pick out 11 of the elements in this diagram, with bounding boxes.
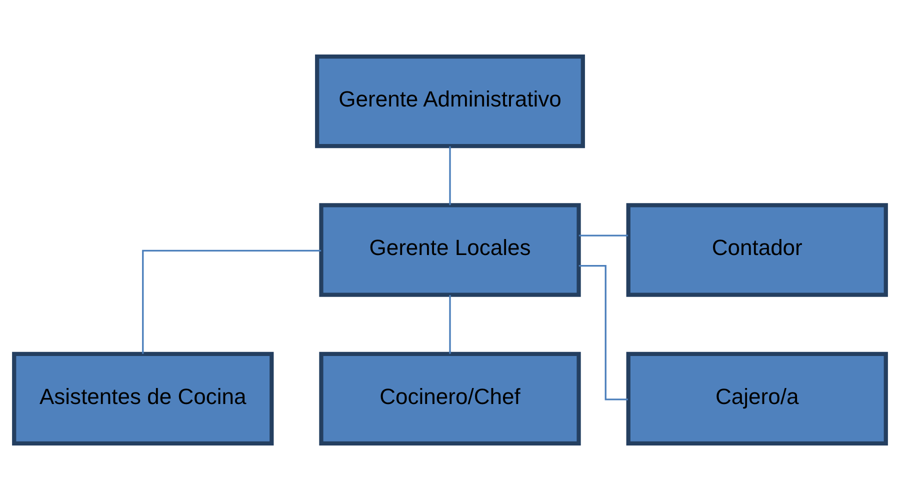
node-box: Asistentes de Cocina xyxy=(12,352,274,446)
node-box: Gerente Administrativo xyxy=(315,54,585,148)
connector xyxy=(449,295,451,354)
node-box: Cocinero/Chef xyxy=(319,352,581,446)
node-box: Contador xyxy=(626,203,888,297)
connector xyxy=(578,234,628,236)
connector xyxy=(449,146,451,206)
connector xyxy=(142,250,322,354)
node-box: Gerente Locales xyxy=(319,203,581,297)
node-box: Cajero/a xyxy=(626,352,888,446)
connector xyxy=(578,265,628,400)
